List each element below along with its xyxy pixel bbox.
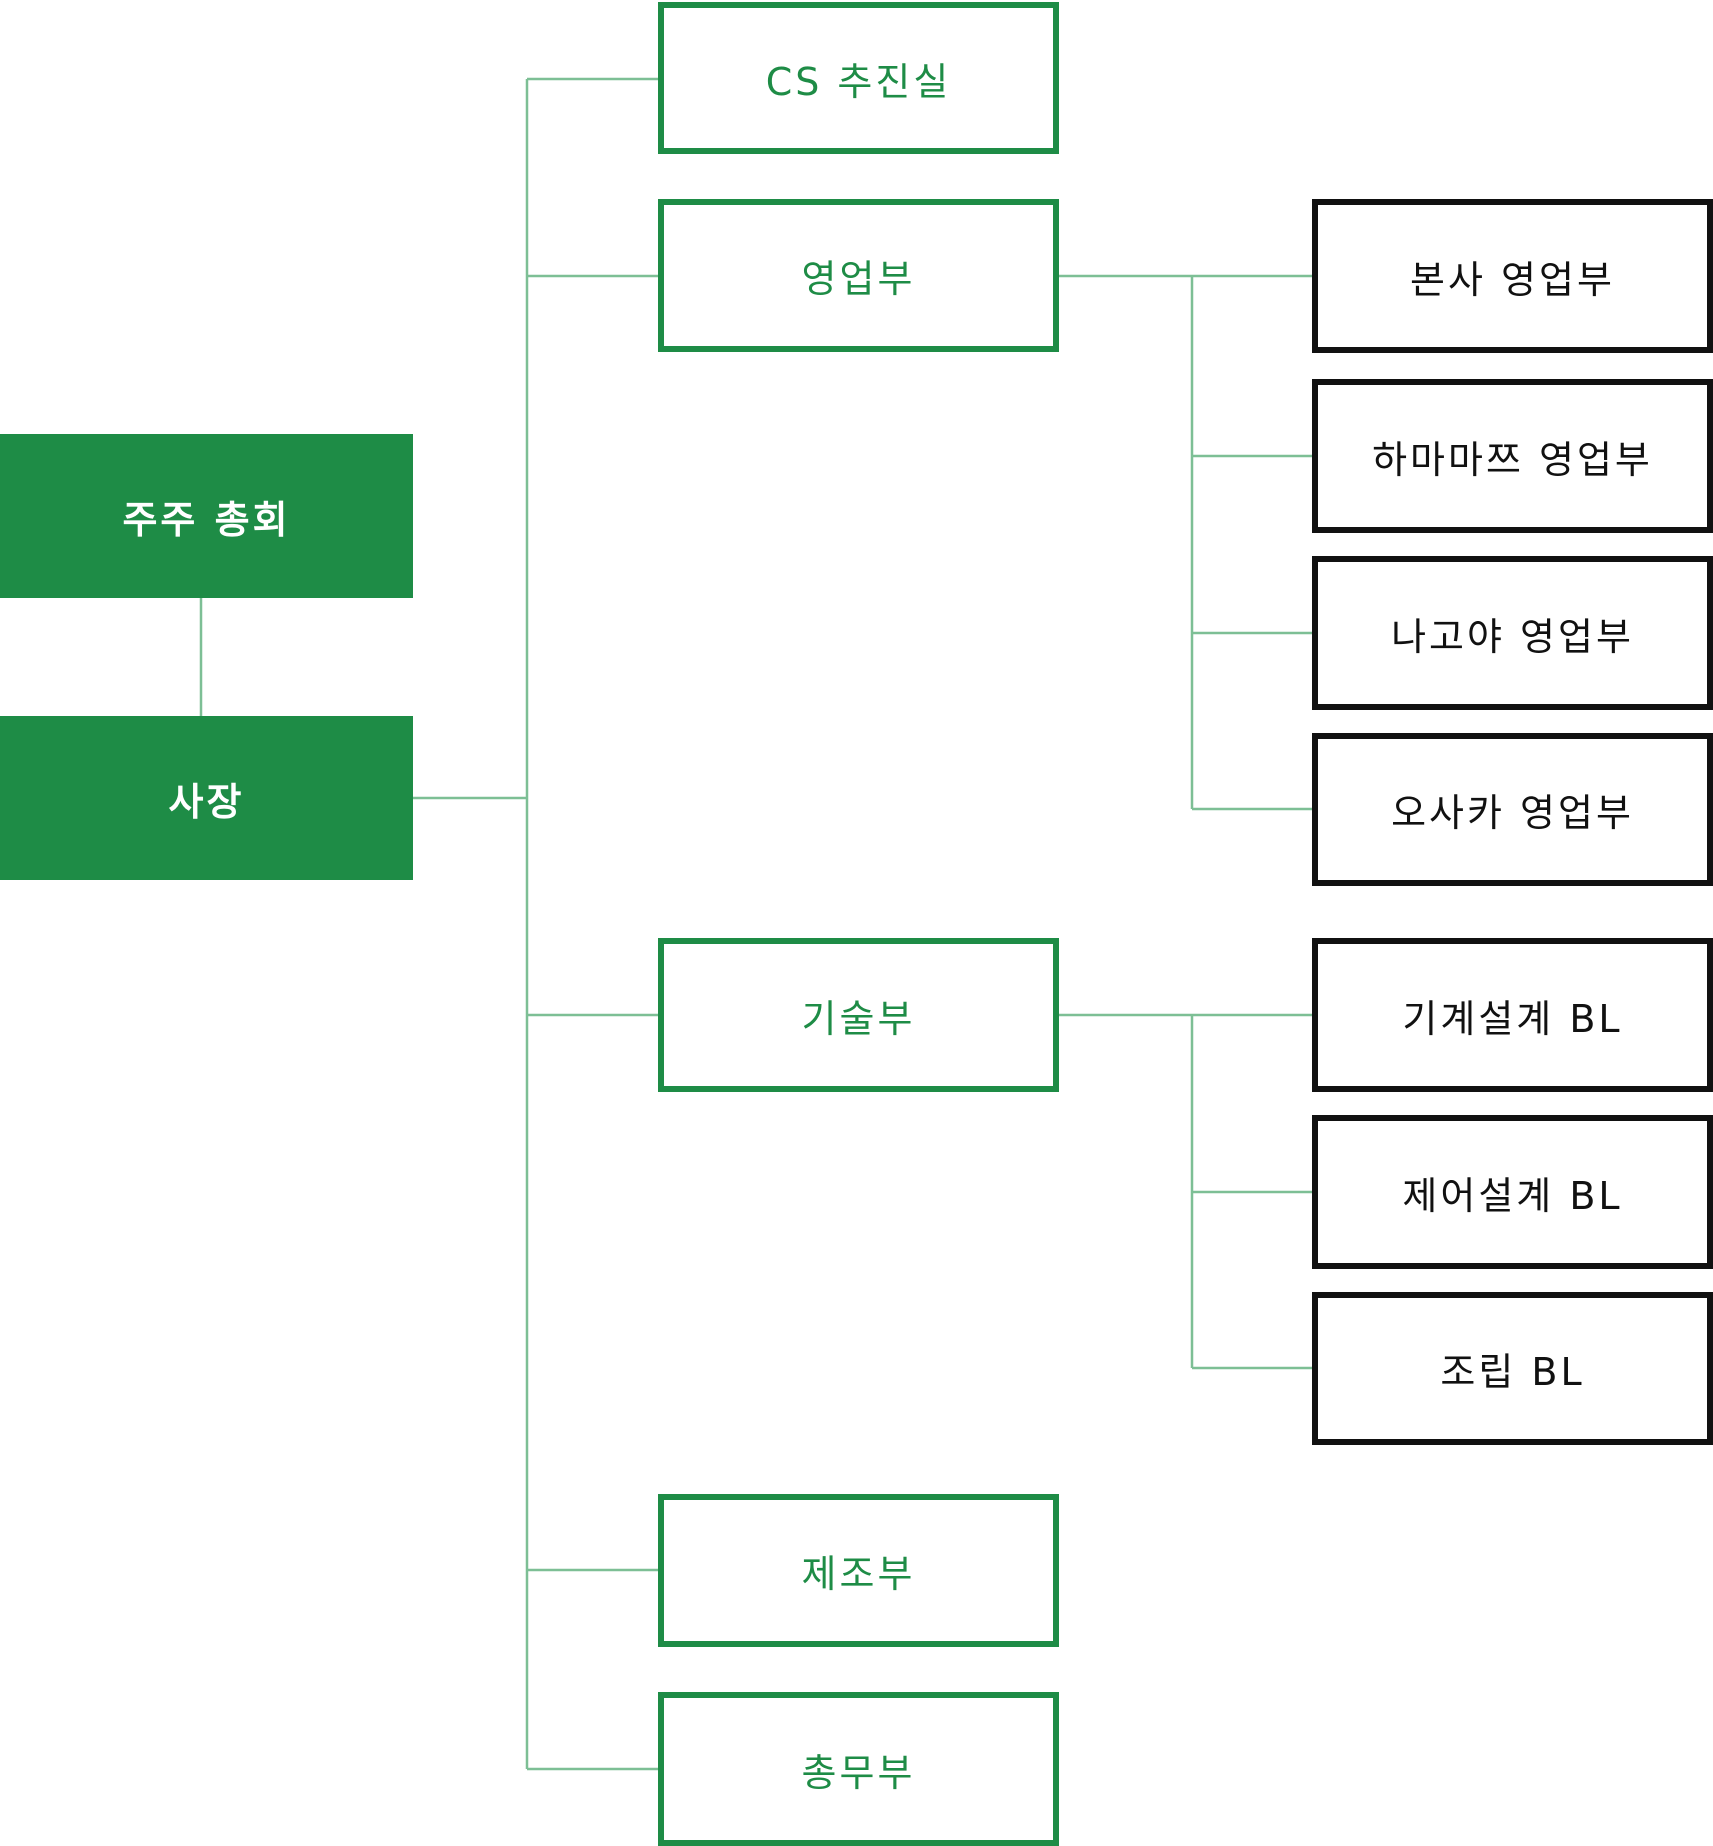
sales-team-osaka-label: 오사카 영업부	[1391, 791, 1634, 835]
tech-department-label: 기술부	[801, 996, 916, 1041]
sales-department-box: 영업부	[658, 199, 1059, 352]
general-affairs-department-box: 총무부	[658, 1692, 1059, 1846]
tech-team-assembly-label: 조립 BL	[1440, 1350, 1585, 1394]
shareholders-meeting-box: 주주 총회	[0, 434, 413, 598]
sales-team-hamamatsu-box: 하마마쯔 영업부	[1312, 379, 1713, 533]
tech-department-box: 기술부	[658, 938, 1059, 1092]
tech-team-mechanical-label: 기계설계 BL	[1402, 996, 1623, 1041]
president-label: 사장	[168, 779, 245, 824]
sales-team-hq-label: 본사 영업부	[1410, 257, 1615, 302]
tech-team-mechanical-box: 기계설계 BL	[1312, 938, 1713, 1092]
president-box: 사장	[0, 716, 413, 880]
sales-department-label: 영업부	[801, 257, 916, 301]
cs-department-box: CS 추진실	[658, 2, 1059, 154]
cs-department-label: CS 추진실	[765, 59, 952, 104]
manufacturing-department-box: 제조부	[658, 1494, 1059, 1647]
manufacturing-department-label: 제조부	[801, 1552, 916, 1596]
sales-team-nagoya-box: 나고야 영업부	[1312, 556, 1713, 710]
tech-team-control-box: 제어설계 BL	[1312, 1115, 1713, 1269]
general-affairs-department-label: 총무부	[801, 1750, 916, 1795]
sales-team-osaka-box: 오사카 영업부	[1312, 733, 1713, 886]
sales-team-hamamatsu-label: 하마마쯔 영업부	[1372, 437, 1653, 482]
shareholders-meeting-label: 주주 총회	[122, 497, 291, 542]
tech-team-assembly-box: 조립 BL	[1312, 1292, 1713, 1445]
sales-team-hq-box: 본사 영업부	[1312, 199, 1713, 353]
sales-team-nagoya-label: 나고야 영업부	[1391, 614, 1634, 659]
tech-team-control-label: 제어설계 BL	[1402, 1173, 1623, 1218]
